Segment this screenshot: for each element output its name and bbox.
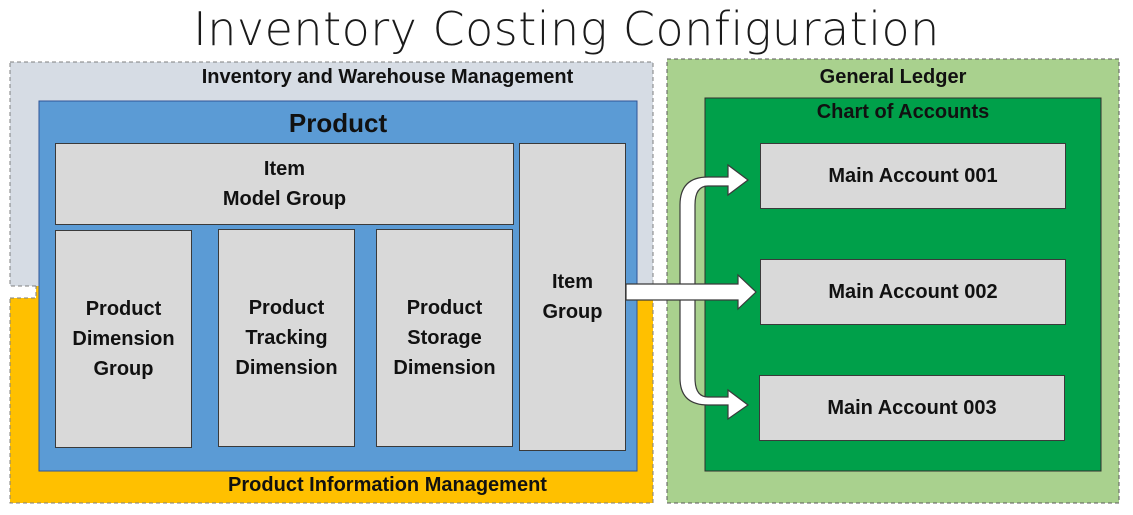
item-model-group-box[interactable]: Item Model Group <box>55 143 514 225</box>
page-title: Inventory Costing Configuration <box>193 2 940 56</box>
item-group-box[interactable]: Item Group <box>519 143 626 451</box>
main-account-003-box[interactable]: Main Account 003 <box>759 375 1065 441</box>
main-account-001-box[interactable]: Main Account 001 <box>760 143 1066 209</box>
chart-of-accounts-label: Chart of Accounts <box>816 101 990 123</box>
product-storage-dimension-box[interactable]: Product Storage Dimension <box>376 229 513 447</box>
product-information-management-label: Product Information Management <box>228 474 547 496</box>
product-dimension-group-box[interactable]: Product Dimension Group <box>55 230 192 448</box>
main-arrow-to-account-002 <box>625 273 757 311</box>
branch-arrow-to-account-001 <box>679 163 749 291</box>
product-tracking-dimension-box[interactable]: Product Tracking Dimension <box>218 229 355 447</box>
warehouse-management-label: Inventory and Warehouse Management <box>201 66 574 88</box>
product-label: Product <box>288 108 388 138</box>
main-account-002-box[interactable]: Main Account 002 <box>760 259 1066 325</box>
branch-arrow-to-account-003 <box>679 289 750 421</box>
general-ledger-label: General Ledger <box>819 66 967 88</box>
